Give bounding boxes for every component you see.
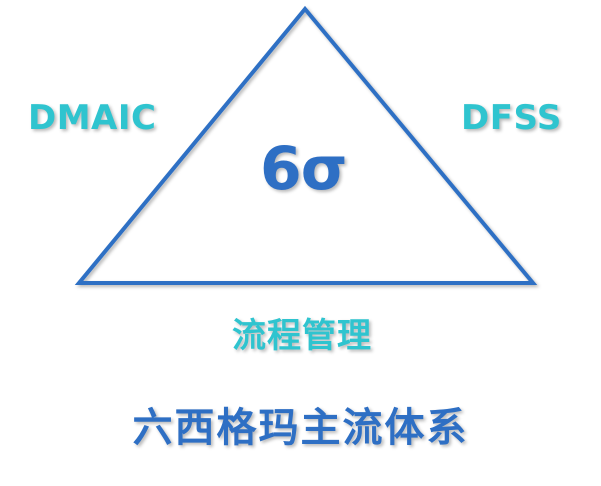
diagram-caption: 六西格玛主流体系 <box>132 405 469 451</box>
dmaic-label: DMAIC <box>28 98 157 138</box>
process-management-label: 流程管理 <box>232 316 372 356</box>
six-sigma-label: 6σ <box>260 134 347 204</box>
dfss-label: DFSS <box>461 98 562 138</box>
triangle-outline <box>74 5 538 285</box>
